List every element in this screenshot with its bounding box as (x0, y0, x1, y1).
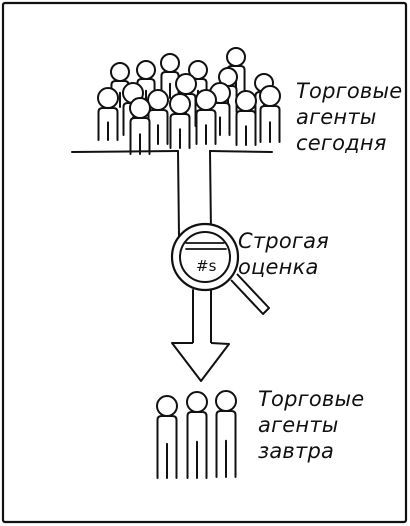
person-figure (136, 60, 156, 106)
arrow-shaft (192, 289, 212, 344)
magnifier-icon (170, 222, 270, 315)
person-figure (147, 89, 169, 145)
funnel-shaft-top (177, 150, 212, 237)
label-line: Торговые (258, 387, 365, 411)
label-strict-evaluation: Строгая оценка (238, 228, 329, 280)
person-figure (129, 97, 151, 155)
person-figure (186, 391, 208, 479)
people-group-tomorrow (156, 390, 237, 479)
arrow-head (171, 342, 230, 382)
label-agents-today: Торговые агенты сегодня (296, 78, 402, 156)
person-figure (97, 87, 119, 141)
label-line: завтра (258, 439, 335, 463)
label-line: Торговые (296, 79, 403, 103)
label-line: Строгая (238, 229, 330, 253)
person-figure (160, 53, 180, 99)
person-figure (169, 93, 191, 149)
person-figure (195, 89, 217, 145)
label-line: агенты (296, 105, 377, 129)
person-figure (156, 395, 178, 479)
magnifier-label: #s (196, 257, 217, 275)
people-group-today (97, 47, 281, 155)
label-agents-tomorrow: Торговые агенты завтра (258, 386, 364, 464)
label-line: агенты (258, 413, 339, 437)
label-line: оценка (238, 255, 319, 279)
person-figure (259, 85, 281, 143)
person-figure (235, 90, 257, 146)
person-figure (215, 390, 237, 478)
label-line: сегодня (296, 131, 387, 155)
ground-line (71, 150, 273, 153)
